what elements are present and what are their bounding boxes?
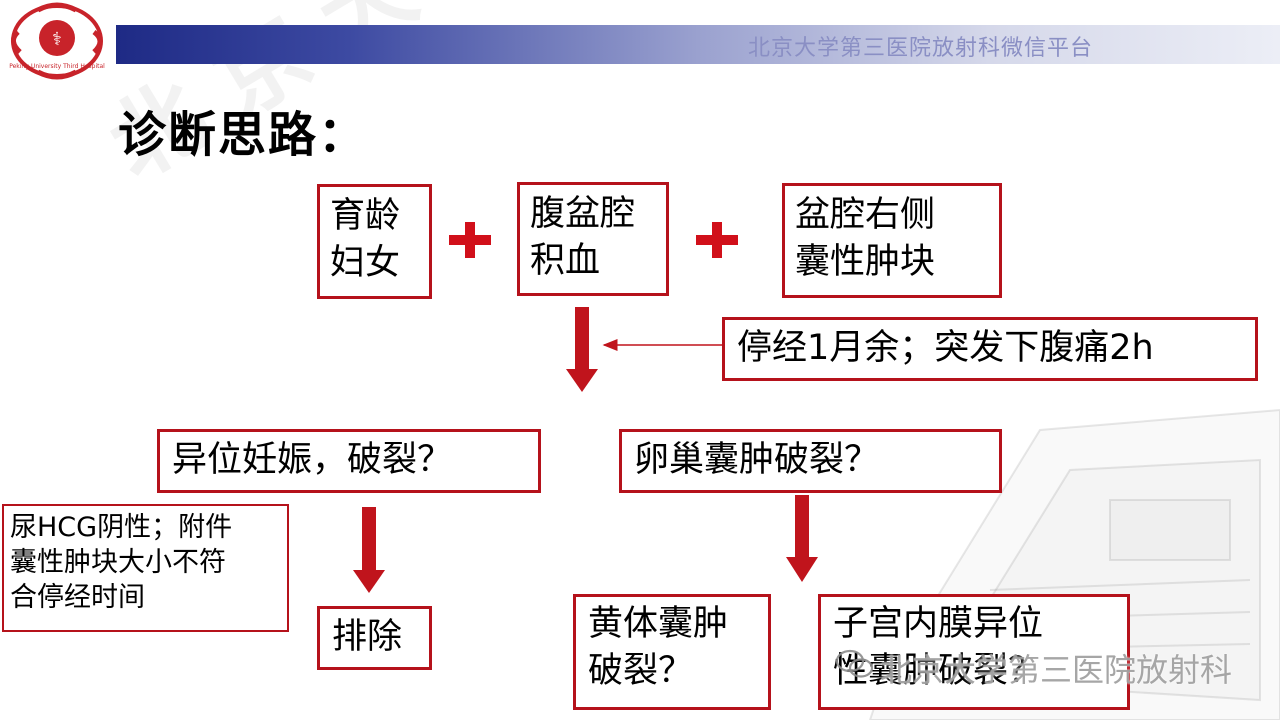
exclude-box: 排除	[317, 606, 432, 670]
evidence-box: 尿HCG阴性；附件 囊性肿块大小不符 合停经时间	[2, 504, 289, 632]
condition-line: 积血	[530, 238, 656, 285]
differential-text: 卵巢囊肿破裂？	[634, 437, 987, 484]
arrow-right-down	[795, 495, 809, 557]
plus-icon	[696, 222, 738, 258]
history-text: 停经1月余；突发下腹痛2h	[737, 325, 1243, 372]
differential-text: 异位妊娠，破裂？	[172, 437, 526, 484]
outcome-line: 黄体囊肿	[588, 601, 756, 648]
history-box: 停经1月余；突发下腹痛2h	[722, 317, 1258, 381]
condition-line: 囊性肿块	[795, 239, 989, 286]
plus-icon	[449, 222, 491, 258]
arrow-main-down	[575, 307, 589, 369]
condition-line: 盆腔右侧	[795, 192, 989, 239]
outcome-line: 破裂？	[588, 648, 756, 695]
condition-line: 育龄	[330, 193, 419, 240]
evidence-line: 尿HCG阴性；附件	[10, 510, 281, 545]
outcome-line: 子宫内膜异位	[833, 601, 1115, 648]
wechat-icon	[835, 648, 875, 680]
evidence-line: 囊性肿块大小不符	[10, 545, 281, 580]
differential-ovarian-cyst: 卵巢囊肿破裂？	[619, 429, 1002, 493]
condition-line: 妇女	[330, 240, 419, 287]
footer-watermark-text: 北京大学第三医院放射科	[880, 651, 1232, 689]
footer-watermark: 北京大学第三医院放射科	[880, 645, 1232, 691]
differential-ectopic-pregnancy: 异位妊娠，破裂？	[157, 429, 541, 493]
condition-box-hemoperitoneum: 腹盆腔 积血	[517, 182, 669, 296]
condition-box-reproductive-age: 育龄 妇女	[317, 184, 432, 299]
exclude-text: 排除	[332, 614, 417, 661]
outcome-luteal-cyst: 黄体囊肿 破裂？	[573, 594, 771, 710]
condition-line: 腹盆腔	[530, 191, 656, 238]
evidence-line: 合停经时间	[10, 580, 281, 615]
arrow-left-down	[362, 507, 376, 570]
condition-box-pelvic-mass: 盆腔右侧 囊性肿块	[782, 183, 1002, 298]
